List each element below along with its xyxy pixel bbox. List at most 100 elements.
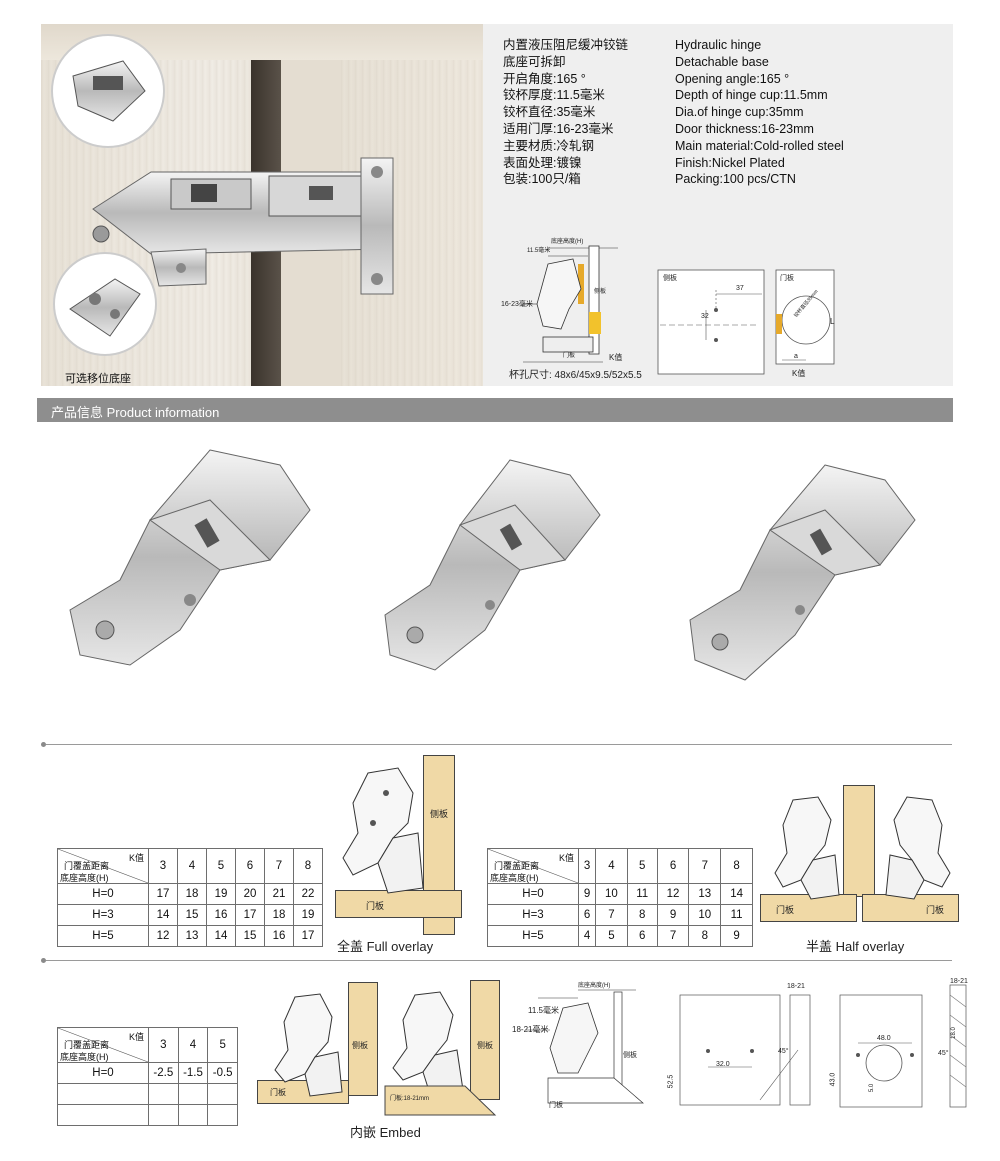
- embed-side-panel-1: [348, 982, 378, 1096]
- embed-door-label-1: 门板: [270, 1088, 286, 1097]
- embed-table: K值 门覆盖距离 底座高度(H) 3 4 5 H=0 -2.5 -1.5 -0.…: [57, 1027, 238, 1126]
- cell: -1.5: [177, 1062, 209, 1084]
- door-thickness-label: 16-23毫米: [501, 301, 533, 308]
- full-overlay-door-label: 门板: [366, 901, 385, 911]
- half-overlay-door-left: [760, 894, 857, 922]
- cell: 12: [656, 883, 690, 905]
- cell: 6: [626, 925, 658, 947]
- spec-en-line: Hydraulic hinge: [675, 38, 762, 52]
- spec-cn-line: 内置液压阻尼缓冲铰链: [503, 38, 629, 52]
- cell: 6: [577, 904, 597, 926]
- spec-cn-line: 底座可拆卸: [503, 54, 566, 69]
- side-section-drawing: [523, 245, 618, 363]
- spec-en-line: Opening angle:165 °: [675, 71, 790, 86]
- divider-dot: [41, 742, 46, 747]
- cell: 5: [595, 925, 628, 947]
- k-value-label-2: K值: [792, 369, 806, 378]
- cell: 7: [656, 925, 690, 947]
- side-plate-label: 侧板: [663, 275, 677, 282]
- cell: 8: [688, 925, 722, 947]
- spec-list-chinese: 内置液压阻尼缓冲铰链 底座可拆卸 开启角度:165 ° 铰杯厚度:11.5毫米 …: [503, 37, 628, 188]
- cell: 20: [235, 883, 265, 905]
- cell: 14: [720, 883, 753, 905]
- table-row: H=0 -2.5 -1.5 -0.5: [57, 1062, 238, 1084]
- k-col: 4: [177, 848, 207, 884]
- row-h: H=5: [57, 925, 149, 947]
- cup-depth-label: 11.5毫米: [527, 248, 551, 254]
- cell: 16: [264, 925, 294, 947]
- cell: 19: [293, 904, 323, 926]
- embed-section-drawing: [526, 989, 644, 1104]
- row-h: H=0: [57, 883, 149, 905]
- embed-side-label-2: 侧板: [477, 1041, 493, 1050]
- cell: 13: [688, 883, 722, 905]
- k-col: 6: [235, 848, 265, 884]
- cell: 17: [148, 883, 178, 905]
- cell: 14: [148, 904, 178, 926]
- half-overlay-door-label-right: 门板: [926, 905, 945, 915]
- embed-door-label-2: 门板:18-21mm: [390, 1096, 430, 1102]
- embed-caption: 内嵌 Embed: [350, 1125, 421, 1140]
- hinge-photo: 可选移位底座: [41, 24, 483, 386]
- product-hinge-1: [69, 449, 311, 666]
- k-col: 5: [626, 848, 658, 884]
- dim-37-label: 37: [736, 285, 744, 292]
- cell: 15: [235, 925, 265, 947]
- half-overlay-door-label-left: 门板: [776, 905, 795, 915]
- product-hinge-3: [689, 464, 916, 681]
- k-col: 4: [177, 1027, 209, 1063]
- cell: 9: [656, 904, 690, 926]
- k-col: 7: [264, 848, 294, 884]
- divider-line: [46, 744, 952, 745]
- embed-dim-45b: 45°: [938, 1050, 949, 1057]
- k-col: 5: [207, 1027, 238, 1063]
- table-row: H=5 12 13 14 15 16 17: [57, 925, 323, 947]
- table-header-cell: K值 门覆盖距离 底座高度(H): [57, 848, 149, 884]
- dim-l-label: L: [830, 317, 835, 326]
- cell: 19: [206, 883, 236, 905]
- base-height-label: 底座高度(H): [551, 239, 584, 245]
- table-row-empty: [57, 1083, 238, 1105]
- cell: 10: [595, 883, 628, 905]
- embed-base-height-label: 底座高度(H): [578, 983, 611, 989]
- cell: 17: [235, 904, 265, 926]
- half-overlay-side-panel: [843, 785, 875, 897]
- half-overlay-hinge-left: [774, 796, 840, 900]
- row-h: H=3: [487, 904, 579, 926]
- base-height-header: 底座高度(H): [60, 1052, 109, 1062]
- k-value-label: K值: [609, 353, 623, 362]
- cell: 18: [177, 883, 207, 905]
- embed-side-label-1: 侧板: [352, 1041, 368, 1050]
- cell: 17: [293, 925, 323, 947]
- door-cover-header: 门覆盖距离: [494, 861, 540, 871]
- embed-dim-32: 32.0: [716, 1061, 730, 1068]
- base-height-header: 底座高度(H): [60, 873, 109, 883]
- spec-cn-line: 适用门厚:16-23毫米: [503, 121, 614, 136]
- k-col: 8: [720, 848, 753, 884]
- base-height-header: 底座高度(H): [490, 873, 539, 883]
- table-header-cell: K值 门覆盖距离 底座高度(H): [57, 1027, 149, 1063]
- embed-door-panel-label: 门板: [549, 1102, 563, 1109]
- table-row: H=3 14 15 16 17 18 19: [57, 904, 323, 926]
- door-plate-drilling-drawing: [775, 269, 835, 365]
- embed-door-thickness-label: 18-21毫米: [512, 1025, 549, 1034]
- embed-dim-5: 5.0: [869, 1083, 876, 1093]
- embed-dim-45a: 45°: [778, 1048, 789, 1055]
- row-h: H=5: [487, 925, 579, 947]
- table-row: H=3 6 7 8 9 10 11: [487, 904, 753, 926]
- spec-en-line: Dia.of hinge cup:35mm: [675, 105, 804, 120]
- k-header: K值: [128, 853, 144, 863]
- spec-en-line: Detachable base: [675, 54, 769, 69]
- door-cover-header: 门覆盖距离: [64, 861, 110, 871]
- spec-cn-line: 主要材质:冷轧钢: [503, 138, 594, 153]
- inset-hinge-closeup: [51, 34, 165, 148]
- embed-hinge-graphic-1: [274, 993, 343, 1097]
- spec-cn-line: 铰杯厚度:11.5毫米: [503, 88, 605, 103]
- cell: 12: [148, 925, 178, 947]
- spec-en-line: Packing:100 pcs/CTN: [675, 172, 796, 187]
- cell: 22: [293, 883, 323, 905]
- cell: 7: [595, 904, 628, 926]
- spec-en-line: Depth of hinge cup:11.5mm: [675, 88, 828, 103]
- k-header: K值: [558, 853, 574, 863]
- embed-dim-52: 52.5: [667, 1074, 675, 1089]
